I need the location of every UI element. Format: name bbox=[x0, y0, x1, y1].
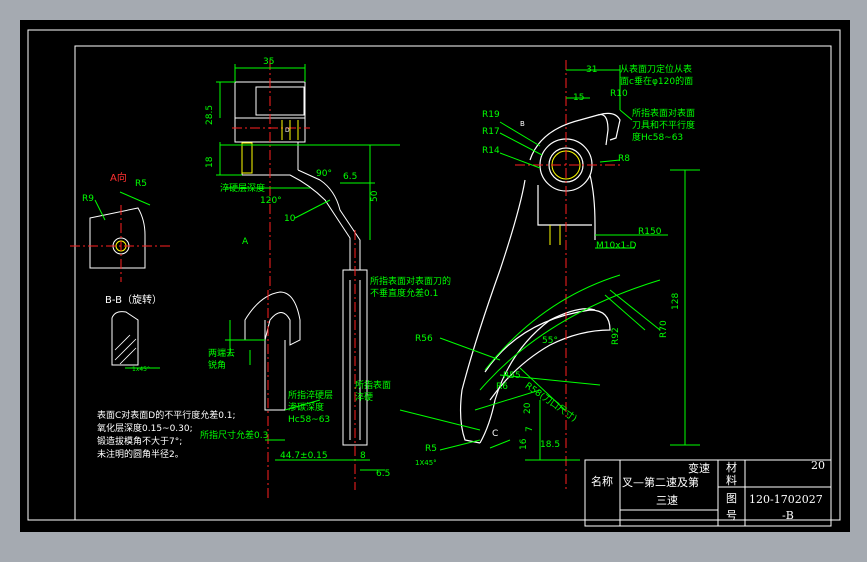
chamfer-1x45: 1X45° bbox=[415, 459, 437, 467]
note-harden1: 淬硬层深度 bbox=[220, 184, 266, 194]
dim-10: 10 bbox=[284, 214, 296, 224]
dim-r10: R10 bbox=[610, 89, 628, 99]
dim-31: 31 bbox=[586, 65, 598, 75]
dim-18: 18 bbox=[205, 156, 215, 168]
title-block bbox=[584, 459, 832, 527]
tb-dwg-2: 号 bbox=[726, 509, 737, 522]
dim-120: 120° bbox=[260, 196, 282, 206]
label-a: A bbox=[242, 237, 249, 247]
dim-rb9: R9 bbox=[82, 194, 94, 204]
letter-b: B bbox=[520, 120, 525, 128]
note-line-4: 未注明的圆角半径2。 bbox=[97, 450, 184, 460]
dim-m10: M10x1-D bbox=[596, 241, 637, 251]
note-chamfer2: 锐角 bbox=[208, 361, 227, 371]
dim-18-5: 18.5 bbox=[540, 440, 561, 450]
tb-name-2: 叉—第二速及第 bbox=[622, 476, 699, 489]
inner-frame bbox=[74, 45, 832, 521]
note-chamfer1: 两端去 bbox=[208, 349, 236, 359]
tb-name-1: 变速 bbox=[688, 462, 710, 475]
fork-dims bbox=[399, 65, 700, 461]
dim-r70: R70 bbox=[659, 320, 669, 338]
dim-6-5b: 6.5 bbox=[376, 469, 391, 479]
dim-rb5: R5 bbox=[135, 179, 147, 189]
dim-28-5: 28.5 bbox=[205, 104, 215, 125]
tb-name-label: 名称 bbox=[591, 475, 613, 488]
note-harden-b: 渗碳深度 bbox=[288, 403, 325, 413]
dim-r92: R92 bbox=[611, 327, 621, 345]
tb-dwg-no-2: -B bbox=[782, 509, 794, 522]
note-line-1: 表面C对表面D的不平行度允差0.1; bbox=[97, 411, 236, 421]
dim-7: 7 bbox=[525, 426, 535, 432]
note-harden-a: 所指淬硬层 bbox=[288, 391, 334, 401]
note-harden-c: Hc58~63 bbox=[288, 415, 331, 425]
dim-128: 128 bbox=[671, 292, 681, 310]
front-dims bbox=[216, 64, 400, 471]
chamfer-b: 1x45° bbox=[132, 366, 151, 373]
dim-r150: R150 bbox=[638, 227, 662, 237]
note-tool-pos: 从表面刀定位从表 bbox=[620, 65, 693, 75]
dim-r8: R8 bbox=[618, 154, 630, 164]
dim-6-5a: 6.5 bbox=[343, 172, 358, 182]
note-mid1: 所指表面对表面刀的 bbox=[370, 277, 452, 287]
note-lower1: 所指表面 bbox=[355, 381, 392, 391]
section-label: B-B（旋转） bbox=[105, 295, 162, 306]
dim-r6: R6 bbox=[496, 382, 508, 392]
dim-35: 35 bbox=[263, 57, 275, 67]
dim-44-7: 44.7±0.15 bbox=[280, 451, 328, 461]
note-line-2: 氧化层深度0.15~0.30; bbox=[97, 424, 193, 434]
letter-d: D bbox=[285, 127, 290, 134]
cad-drawing bbox=[27, 29, 841, 527]
view-a bbox=[89, 207, 146, 269]
tb-mat-value: 20 bbox=[811, 459, 825, 472]
note-line-3: 锻造拔模角不大于7°; bbox=[97, 437, 183, 447]
dim-r17: R17 bbox=[482, 127, 500, 137]
section-bb bbox=[111, 311, 139, 366]
note-mid2: 不垂直度允差0.1 bbox=[370, 289, 439, 299]
note-surface-b3: 度Hc58~63 bbox=[632, 133, 684, 143]
tb-mat-1: 材 bbox=[726, 461, 737, 474]
dim-8: 8 bbox=[360, 451, 366, 461]
dim-90: 90° bbox=[316, 169, 332, 179]
section-view bbox=[244, 291, 301, 411]
dim-r55: R55 bbox=[503, 371, 521, 381]
view-a-dir: A向 bbox=[110, 173, 127, 184]
hatch-front bbox=[241, 120, 299, 174]
note-tool-pos2: 面c垂在φ120的面 bbox=[620, 77, 694, 87]
note-surface-b2: 刀具和不平行度 bbox=[632, 121, 696, 131]
dim-r5: R5 bbox=[425, 444, 437, 454]
dim-55: 55° bbox=[542, 336, 558, 346]
dim-r14: R14 bbox=[482, 146, 500, 156]
dim-50: 50 bbox=[370, 190, 380, 202]
letter-c: C bbox=[492, 429, 499, 439]
dim-r19: R19 bbox=[482, 110, 500, 120]
dim-20: 20 bbox=[523, 402, 533, 414]
dim-r56: R56 bbox=[415, 334, 433, 344]
tb-mat-2: 料 bbox=[726, 474, 737, 487]
note-dim-tol: 所指尺寸允差0.3 bbox=[200, 431, 269, 441]
tb-name-3: 三速 bbox=[656, 494, 678, 507]
tb-dwg-no-1: 120-1702027 bbox=[749, 493, 823, 506]
drawing-sheet: .lbl{position:absolute;color:#00ff00;fon… bbox=[20, 20, 850, 532]
note-surface-b: 所指表面对表面 bbox=[632, 109, 696, 119]
dim-16: 16 bbox=[519, 438, 529, 450]
dim-15: 15 bbox=[573, 93, 585, 103]
note-lower2: 淬硬 bbox=[355, 393, 374, 403]
tb-dwg-1: 图 bbox=[726, 492, 737, 505]
